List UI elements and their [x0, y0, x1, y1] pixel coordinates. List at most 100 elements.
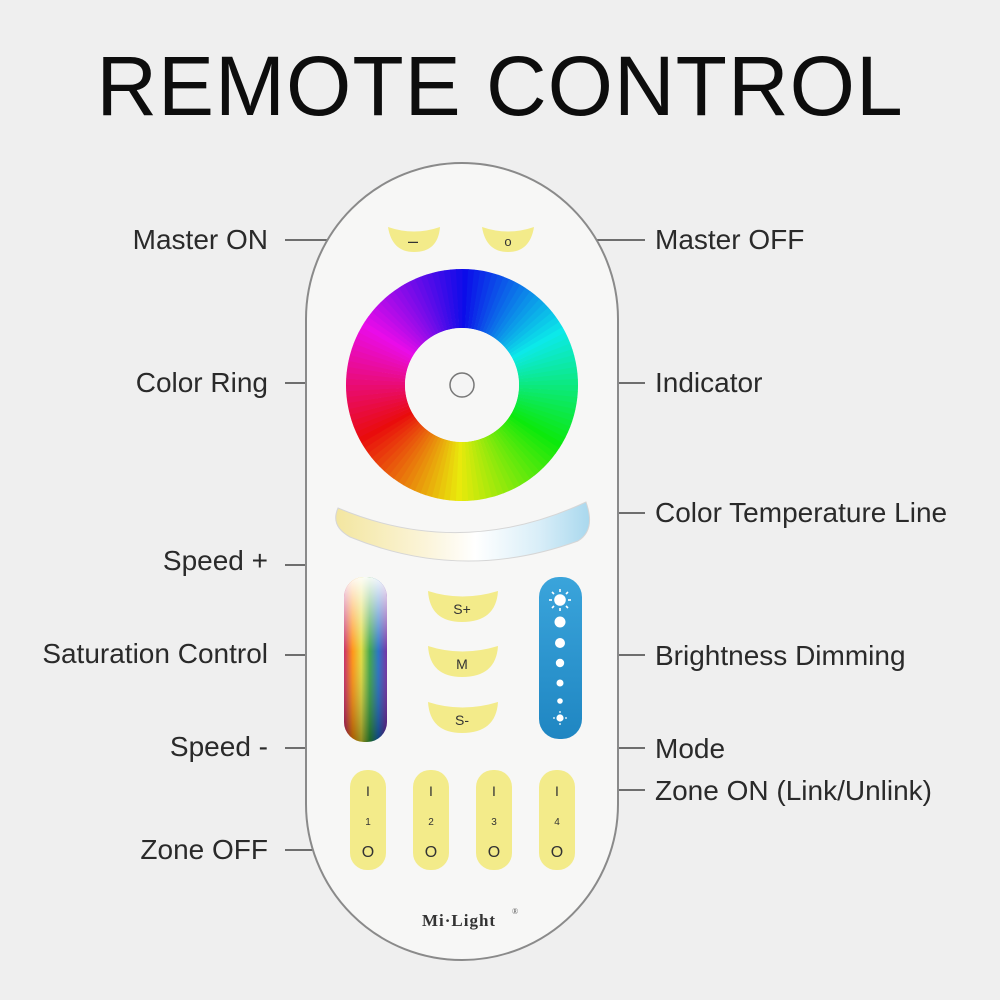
- color-ring-segment: [414, 276, 442, 333]
- color-ring-segment: [419, 438, 445, 496]
- color-ring-segment: [345, 384, 406, 392]
- saturation-slider[interactable]: [344, 577, 387, 742]
- color-ring-segment: [358, 326, 413, 360]
- label-color-temperature-line: Color Temperature Line: [655, 497, 948, 528]
- color-ring-segment: [364, 415, 416, 454]
- color-ring-segment: [497, 427, 540, 476]
- zone-button-2[interactable]: I 2 O: [413, 770, 449, 870]
- color-ring-segment: [403, 434, 437, 489]
- color-ring-segment: [473, 271, 493, 331]
- color-ring-segment: [502, 302, 549, 348]
- color-ring-segment: [443, 269, 457, 329]
- color-ring-segment: [504, 307, 553, 350]
- color-ring-segment: [398, 284, 434, 338]
- color-ring-segment: [384, 294, 427, 343]
- color-ring-segment: [437, 270, 454, 330]
- color-ring-segment: [398, 432, 434, 486]
- color-ring-segment: [511, 410, 566, 444]
- speed-plus-button[interactable]: S+: [428, 591, 498, 622]
- label-brightness-dimming: Brightness Dimming: [655, 640, 906, 671]
- color-ring-segment: [462, 269, 469, 329]
- color-ring-segment: [497, 294, 540, 343]
- color-ring-segment: [449, 441, 460, 501]
- color-ring-segment: [346, 372, 406, 383]
- color-ring-segment: [375, 302, 422, 347]
- zone-button-1[interactable]: I 1 O: [350, 770, 386, 870]
- color-ring-segment: [473, 440, 493, 499]
- master-off-button[interactable]: o: [482, 227, 534, 252]
- color-ring-segment: [393, 287, 432, 339]
- color-temperature-slider[interactable]: [335, 501, 591, 562]
- color-ring-segment: [368, 311, 418, 352]
- zone-3-on: I: [492, 783, 496, 799]
- zone-2-number: 2: [428, 817, 434, 828]
- color-ring-segment: [512, 408, 568, 439]
- color-ring-segment: [455, 269, 463, 329]
- color-ring-segment: [511, 327, 566, 360]
- color-ring-segment: [347, 360, 407, 377]
- color-ring-segment: [517, 354, 576, 374]
- brightness-slider[interactable]: [539, 577, 582, 739]
- color-ring-segment: [348, 396, 407, 416]
- zone-button-4[interactable]: I 4 O: [539, 770, 575, 870]
- zone-3-number: 3: [491, 817, 497, 828]
- color-ring-segment: [443, 441, 457, 501]
- color-ring-segment: [490, 432, 526, 486]
- color-ring-segment: [507, 416, 560, 454]
- color-ring-segment: [502, 423, 549, 468]
- color-ring-segment: [508, 316, 560, 355]
- label-saturation-control: Saturation Control: [42, 638, 268, 669]
- color-ring-segment: [346, 366, 406, 380]
- color-ring-segment: [455, 441, 462, 501]
- color-ring-segment: [495, 291, 536, 341]
- color-ring-segment: [509, 413, 563, 449]
- color-ring[interactable]: [345, 269, 578, 501]
- color-ring-segment: [518, 366, 578, 380]
- color-ring-segment: [516, 349, 575, 371]
- color-ring-segment: [346, 390, 406, 404]
- color-ring-segment: [516, 399, 575, 422]
- color-ring-segment: [518, 385, 578, 392]
- color-ring-segment: [476, 272, 499, 331]
- mode-label: M: [456, 656, 468, 672]
- master-on-button[interactable]: –: [388, 227, 440, 252]
- zone-button-3[interactable]: I 3 O: [476, 770, 512, 870]
- speed-plus-label: S+: [453, 601, 471, 617]
- color-ring-segment: [517, 360, 577, 377]
- color-ring-segment: [464, 269, 475, 329]
- color-ring-segment: [515, 343, 573, 368]
- color-ring-segment: [461, 441, 469, 501]
- color-ring-segment: [371, 307, 420, 350]
- color-ring-segment: [349, 348, 408, 371]
- color-ring-segment: [353, 337, 411, 365]
- color-ring-segment: [484, 435, 515, 492]
- color-ring-segment: [515, 402, 573, 428]
- color-ring-segment: [476, 439, 498, 498]
- color-ring-segment: [361, 413, 415, 449]
- color-ring-segment: [482, 276, 510, 334]
- mode-button[interactable]: M: [428, 646, 498, 677]
- color-ring-segment: [379, 298, 425, 345]
- color-ring-segment: [490, 284, 526, 338]
- label-speed-minus: Speed -: [169, 731, 268, 762]
- master-off-symbol: o: [504, 234, 511, 249]
- color-ring-segment: [408, 435, 439, 491]
- color-ring-segment: [346, 378, 406, 385]
- color-ring-segment: [482, 437, 510, 494]
- color-ring-segment: [492, 431, 531, 483]
- color-ring-segment: [351, 402, 409, 427]
- color-ring-segment: [487, 281, 521, 336]
- speed-minus-button[interactable]: S-: [428, 702, 498, 733]
- zone-2-off: O: [425, 844, 437, 861]
- zone-2-on: I: [429, 783, 433, 799]
- color-ring-segment: [518, 390, 578, 404]
- color-ring-segment: [388, 429, 429, 479]
- color-ring-segment: [516, 396, 576, 416]
- color-ring-segment: [348, 354, 408, 374]
- color-ring-segment: [379, 425, 424, 472]
- color-ring-segment: [506, 311, 557, 352]
- color-ring-segment: [431, 271, 451, 330]
- color-ring-segment: [470, 270, 487, 330]
- color-ring-segment: [414, 436, 442, 494]
